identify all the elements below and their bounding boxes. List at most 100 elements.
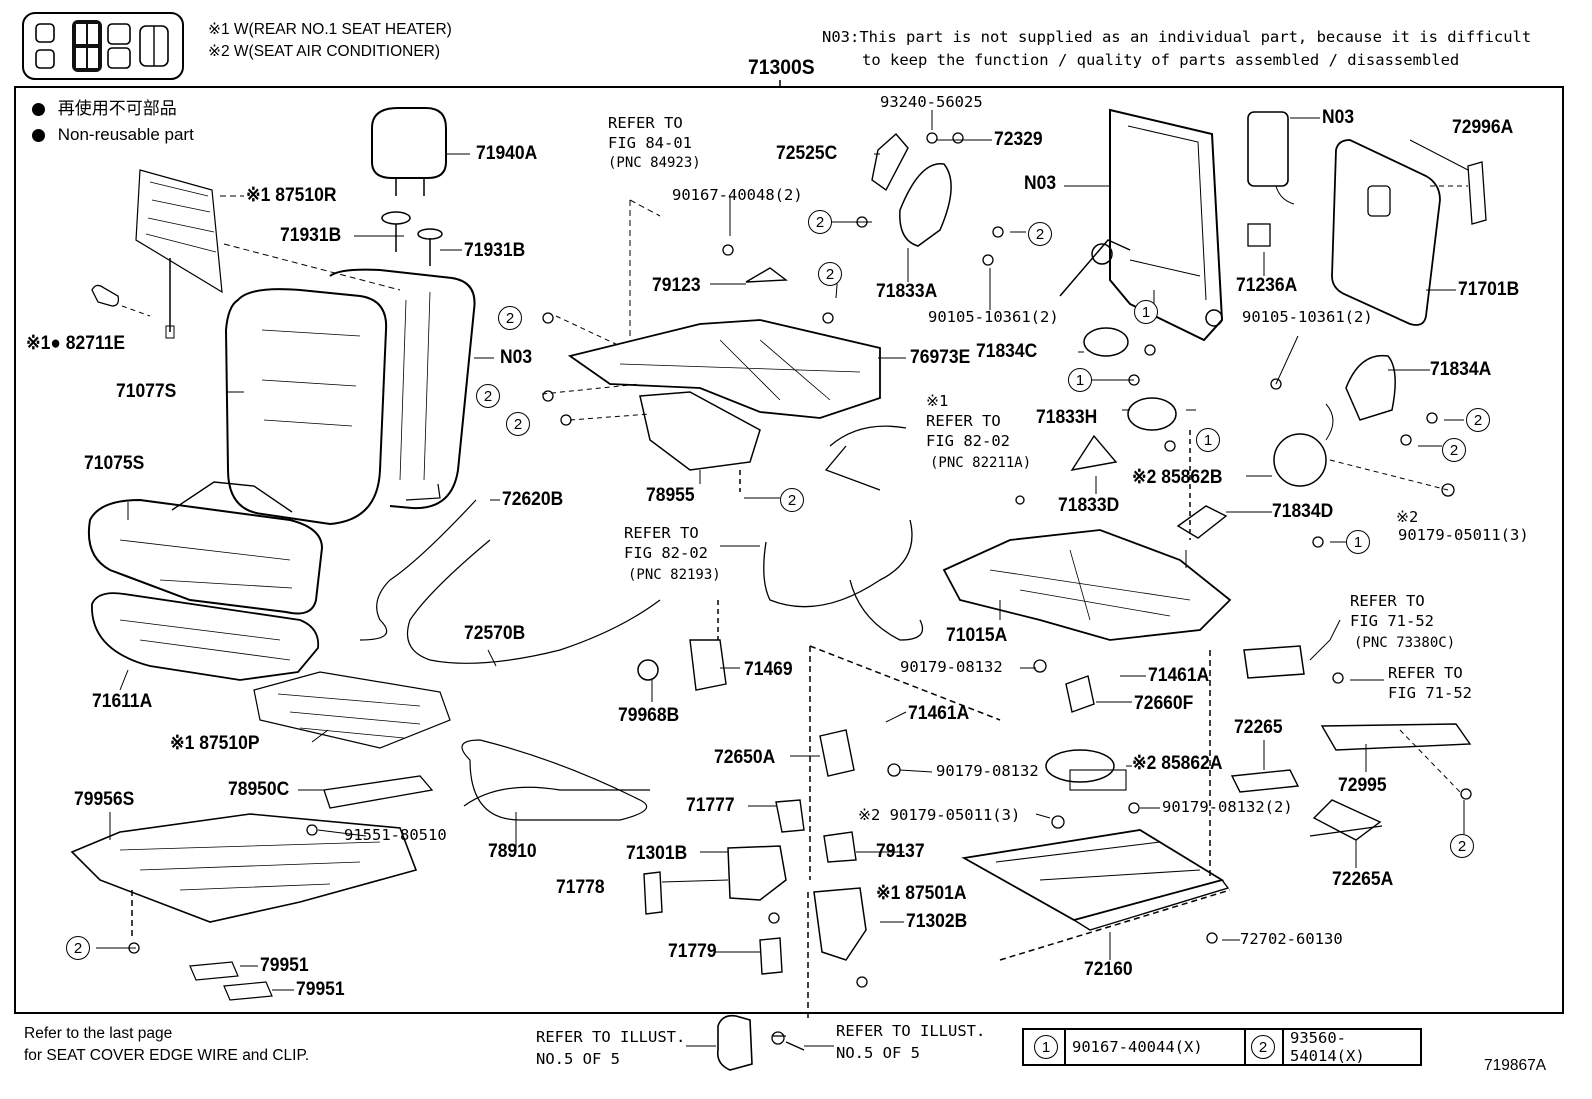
callout-2: 2 — [476, 384, 500, 408]
legend-part-2: 93560-54014(X) — [1290, 1029, 1365, 1065]
part-79951-lower: 79951 — [296, 979, 345, 1000]
part-90179-05011-lower: ※2 90179-05011(3) — [858, 806, 1021, 824]
part-76973E: 76973E — [910, 347, 971, 368]
callout-1: 1 — [1134, 300, 1158, 324]
refer-fig-82-02-b-l1: REFER TO — [624, 524, 699, 542]
part-N03-seatback: N03 — [500, 347, 533, 368]
note-seat-heater: ※1 W(REAR NO.1 SEAT HEATER) — [208, 21, 452, 38]
part-72525C: 72525C — [776, 143, 838, 164]
callout-2: 2 — [498, 306, 522, 330]
refer-fig-84-01-l3: (PNC 84923) — [608, 155, 701, 171]
callout-2: 2 — [808, 210, 832, 234]
part-71301B: 71301B — [626, 843, 688, 864]
part-79968B: 79968B — [618, 705, 680, 726]
non-reusable-legend-en: Non-reusable part — [32, 126, 194, 143]
part-71931B-left: 71931B — [280, 225, 342, 246]
part-72995: 72995 — [1338, 775, 1387, 796]
part-90179-08132-left: 90179-08132 — [936, 762, 1039, 780]
part-71077S: 71077S — [116, 381, 177, 402]
refer-fig-82-02-a-mark: ※1 — [926, 392, 949, 410]
part-72702-60130: 72702-60130 — [1240, 930, 1343, 948]
callout-2: 2 — [1028, 222, 1052, 246]
part-N03-cover: N03 — [1322, 107, 1355, 128]
part-72265A: 72265A — [1332, 869, 1394, 890]
part-71469: 71469 — [744, 659, 793, 680]
callout-legend: 1 90167-40044(X) 2 93560-54014(X) — [1022, 1028, 1422, 1066]
part-71834D: 71834D — [1272, 501, 1334, 522]
non-reusable-legend-jp: 再使用不可部品 — [32, 100, 177, 117]
part-71236A: 71236A — [1236, 275, 1298, 296]
part-71777: 71777 — [686, 795, 735, 816]
part-90105-10361-left: 90105-10361(2) — [928, 308, 1059, 326]
part-79951-upper: 79951 — [260, 955, 309, 976]
footer-note-line-2: for SEAT COVER EDGE WIRE and CLIP. — [24, 1047, 310, 1064]
refer-illust-left-l1: REFER TO ILLUST. — [536, 1028, 686, 1046]
part-71611A: 71611A — [92, 691, 153, 712]
part-91551-80510: 91551-80510 — [344, 826, 447, 844]
refer-fig-82-02-b-l3: (PNC 82193) — [628, 567, 721, 583]
part-78910: 78910 — [488, 841, 537, 862]
part-71940A: 71940A — [476, 143, 538, 164]
part-72265: 72265 — [1234, 717, 1283, 738]
part-79123: 79123 — [652, 275, 701, 296]
callout-2: 2 — [66, 936, 90, 960]
part-72329: 72329 — [994, 129, 1043, 150]
part-79137: 79137 — [876, 841, 925, 862]
part-90179-05011-right: 90179-05011(3) — [1398, 526, 1529, 544]
part-71833H: 71833H — [1036, 407, 1098, 428]
refer-fig-71-52-a-l2: FIG 71-52 — [1350, 612, 1434, 630]
n03-note-line-1: N03:This part is not supplied as an indi… — [822, 28, 1532, 46]
assembly-number: 71300S — [748, 56, 815, 79]
part-82711E: ※1● 82711E — [26, 333, 126, 354]
part-71833A: 71833A — [876, 281, 938, 302]
refer-fig-71-52-a-l3: (PNC 73380C) — [1354, 635, 1456, 651]
part-87510P: ※1 87510P — [170, 733, 260, 754]
part-87501A: ※1 87501A — [876, 883, 967, 904]
refer-fig-71-52-b-l1: REFER TO — [1388, 664, 1463, 682]
part-71779: 71779 — [668, 941, 717, 962]
refer-illust-right-l2: NO.5 OF 5 — [836, 1044, 920, 1062]
refer-fig-84-01-l2: FIG 84-01 — [608, 134, 692, 152]
callout-1: 1 — [1196, 428, 1220, 452]
part-71833D: 71833D — [1058, 495, 1120, 516]
part-90179-05011-mark: ※2 — [1396, 508, 1419, 526]
illustration-id: 719867A — [1484, 1057, 1547, 1074]
part-71778: 71778 — [556, 877, 605, 898]
callout-2: 2 — [1466, 408, 1490, 432]
part-93240-56025: 93240-56025 — [880, 93, 983, 111]
refer-illust-left-l2: NO.5 OF 5 — [536, 1050, 620, 1068]
part-72570B: 72570B — [464, 623, 526, 644]
part-71302B: 71302B — [906, 911, 968, 932]
part-72650A: 72650A — [714, 747, 776, 768]
part-78950C: 78950C — [228, 779, 290, 800]
diagram-frame — [14, 86, 1564, 1014]
legend-callout-1: 1 — [1034, 1035, 1058, 1059]
callout-1: 1 — [1346, 530, 1370, 554]
callout-2: 2 — [1450, 834, 1474, 858]
refer-fig-82-02-b-l2: FIG 82-02 — [624, 544, 708, 562]
refer-fig-71-52-b-l2: FIG 71-52 — [1388, 684, 1472, 702]
callout-1: 1 — [1068, 368, 1092, 392]
part-71015A: 71015A — [946, 625, 1008, 646]
legend-part-1: 90167-40044(X) — [1072, 1038, 1203, 1056]
part-90179-08132-mid: 90179-08132 — [900, 658, 1003, 676]
part-90167-40048: 90167-40048(2) — [672, 186, 803, 204]
callout-2: 2 — [1442, 438, 1466, 462]
legend-callout-2: 2 — [1251, 1035, 1275, 1059]
part-71075S: 71075S — [84, 453, 145, 474]
note-seat-air-conditioner: ※2 W(SEAT AIR CONDITIONER) — [208, 43, 441, 60]
part-79956S: 79956S — [74, 789, 135, 810]
part-90105-10361-right: 90105-10361(2) — [1242, 308, 1373, 326]
refer-fig-84-01-l1: REFER TO — [608, 114, 683, 132]
part-85862B: ※2 85862B — [1132, 467, 1223, 488]
part-N03-frame: N03 — [1024, 173, 1057, 194]
non-reusable-dot-icon — [32, 103, 45, 117]
part-72620B: 72620B — [502, 489, 564, 510]
seat-layout-icon — [22, 12, 184, 80]
n03-note-line-2: to keep the function / quality of parts … — [862, 51, 1460, 69]
part-71834A: 71834A — [1430, 359, 1492, 380]
refer-illust-right-l1: REFER TO ILLUST. — [836, 1022, 986, 1040]
footer-note-line-1: Refer to the last page — [24, 1025, 173, 1042]
callout-2: 2 — [818, 262, 842, 286]
